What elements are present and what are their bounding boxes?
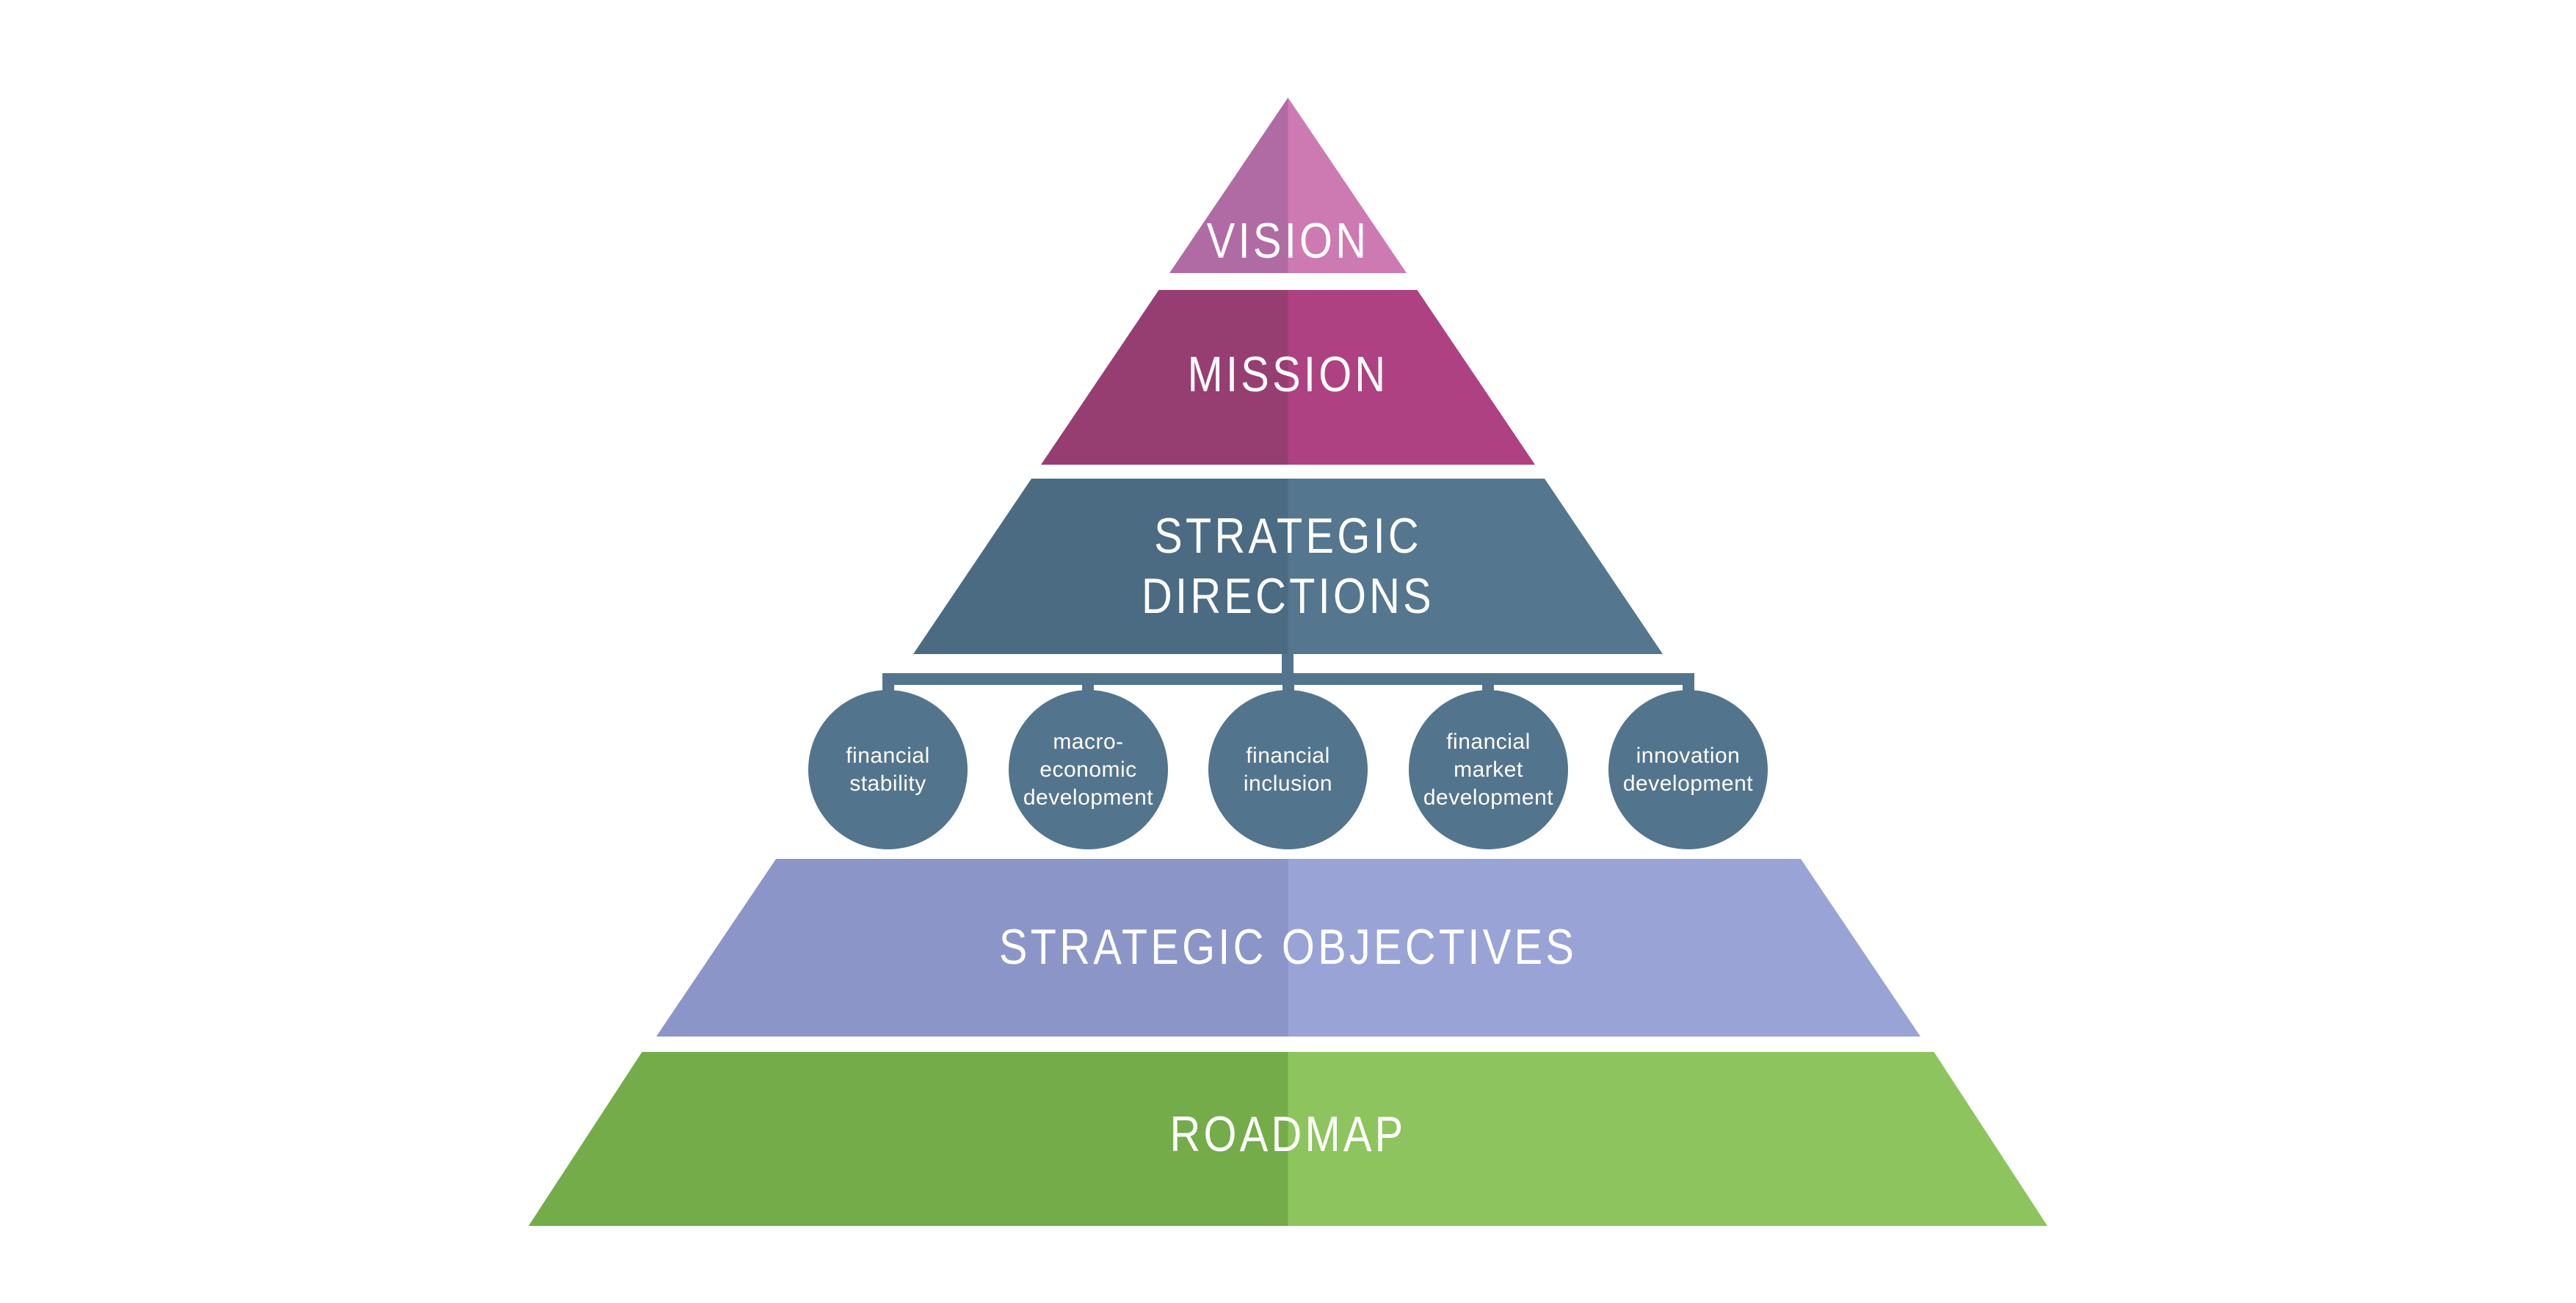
strategic-directions-label: STRATEGIC DIRECTIONS: [1142, 508, 1434, 624]
node-label: macro- economic development: [1023, 729, 1154, 810]
connector-bar: [882, 673, 1694, 685]
node-financial-inclusion: financial inclusion: [1208, 690, 1368, 849]
pyramid-level-strategic-directions: [913, 479, 1663, 654]
node-macro-economic-development: macro- economic development: [1009, 690, 1168, 849]
node-label: financial stability: [846, 743, 930, 796]
node-financial-stability: financial stability: [808, 690, 968, 849]
roadmap-label: ROADMAP: [1169, 1106, 1407, 1162]
pyramid-level-roadmap: [529, 1052, 2047, 1226]
node-label: financial inclusion: [1243, 743, 1333, 796]
vision-label: VISION: [1206, 213, 1370, 269]
node-label: financial market development: [1423, 729, 1554, 810]
node-innovation-development: innovation development: [1608, 690, 1768, 849]
mission-label: MISSION: [1187, 346, 1389, 402]
connector-stem: [1282, 654, 1294, 676]
pyramid-level-strategic-objectives: [656, 859, 1920, 1037]
strategic-objectives-label: STRATEGIC OBJECTIVES: [998, 919, 1578, 975]
node-label: innovation development: [1622, 743, 1754, 796]
node-financial-market-development: financial market development: [1409, 690, 1568, 849]
